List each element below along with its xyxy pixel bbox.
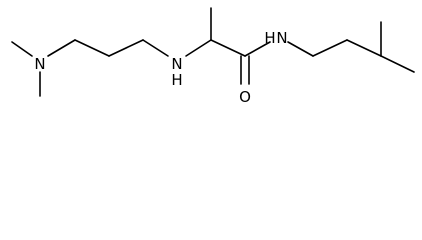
bond-c2-c3 xyxy=(108,39,144,57)
bond-carbonyl-nh xyxy=(244,41,271,57)
atom-n-amide: N xyxy=(276,29,287,47)
atom-n-amine: N xyxy=(171,55,182,73)
bond-c2-c3-right xyxy=(346,39,382,57)
bond-c3-nh xyxy=(142,39,169,57)
molecule-structure: N N H O N H xyxy=(11,7,415,106)
bond-nh-calpha xyxy=(185,39,212,57)
bond-ch-methyl-right xyxy=(380,55,415,73)
atom-h-amide: H xyxy=(264,29,275,47)
atom-h-amine: H xyxy=(171,71,182,89)
bond-c1-c2-right xyxy=(312,39,348,57)
atom-o-carbonyl: O xyxy=(239,88,251,106)
bond-c1-c2 xyxy=(74,39,110,57)
bond-nh-c1 xyxy=(287,41,314,57)
bond-methyl-left-n xyxy=(11,41,33,57)
bond-n-c1 xyxy=(47,39,76,57)
atom-n-dimethylamino: N xyxy=(34,55,45,73)
bond-calpha-carbonyl xyxy=(210,39,246,57)
